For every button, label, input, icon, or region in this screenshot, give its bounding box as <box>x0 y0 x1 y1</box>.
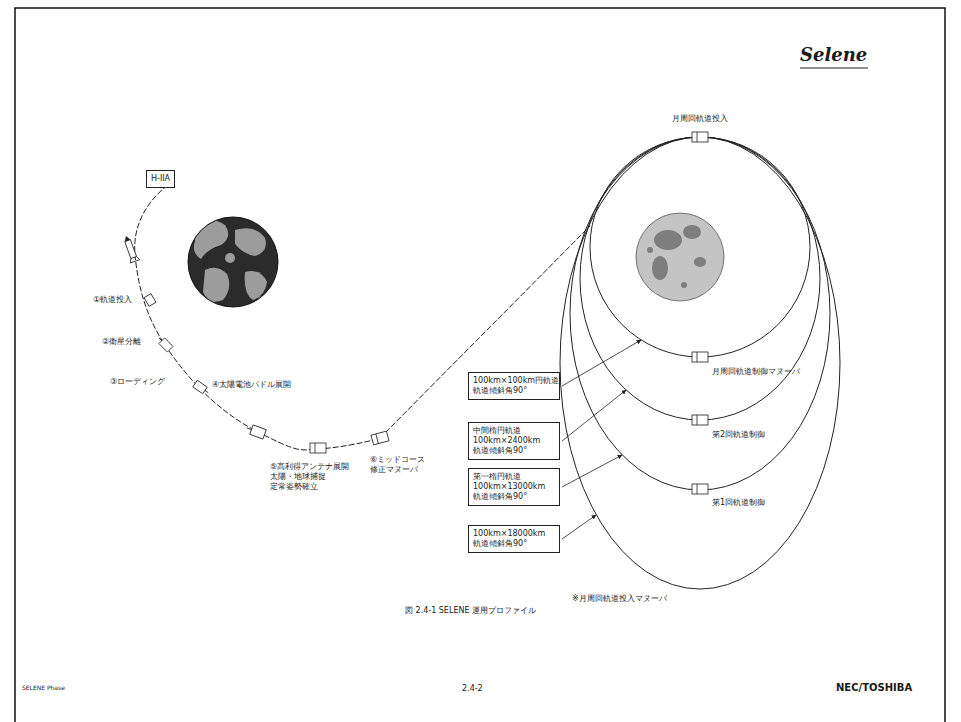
maneuver-label: 月周回軌道投入 <box>672 114 728 124</box>
moon <box>636 213 724 301</box>
box-text: 100km×100km円軌道 軌道傾斜角90° <box>473 376 555 396</box>
step-label: ③ローディング <box>110 377 165 387</box>
leader-arrow <box>562 390 626 441</box>
leader-lines <box>562 340 641 539</box>
box-text: 第一楕円軌道 100km×13000km 軌道傾斜角90° <box>473 472 555 502</box>
box-text: 100km×18000km 軌道傾斜角90° <box>473 529 555 549</box>
earth <box>188 217 278 307</box>
vehicle-box: H-IIA <box>146 170 175 188</box>
logo-text: Selene <box>800 44 867 67</box>
leader-arrow <box>562 340 641 386</box>
maneuver-label: 第2回軌道制御 <box>712 430 765 440</box>
step-label: ⑥ミッドコース 修正マヌーバ <box>370 455 432 475</box>
maneuver-label: 第1回軌道制御 <box>712 498 765 508</box>
step-label: ②衛星分離 <box>102 337 141 347</box>
orbit-box: 100km×100km円軌道 軌道傾斜角90° <box>468 372 560 400</box>
orbit-box: 中間楕円軌道 100km×2400km 軌道傾斜角90° <box>468 422 560 460</box>
step-label: ⑤高利得アンテナ展開 太陽・地球捕捉 定常姿勢確立 <box>270 462 354 492</box>
orbit-box: 第一楕円軌道 100km×13000km 軌道傾斜角90° <box>468 468 560 506</box>
step-label: ④太陽電池パドル展開 <box>212 380 291 390</box>
box-text: 中間楕円軌道 100km×2400km 軌道傾斜角90° <box>473 426 555 456</box>
company-name: NEC/TOSHIBA <box>836 682 912 695</box>
maneuver-label: 月周回軌道制御マヌーバ <box>712 367 800 377</box>
spacecraft-icon <box>144 132 708 494</box>
rocket-icon <box>121 234 140 263</box>
footer-text: SELENE Phase <box>22 684 65 692</box>
leader-arrow <box>562 515 596 539</box>
box-text: H-IIA <box>151 174 170 184</box>
note-text: ※月周回軌道投入マヌーバ <box>572 594 667 604</box>
logo-underline <box>800 68 868 69</box>
lunar-orbit <box>560 137 840 589</box>
transfer-trajectory <box>135 185 590 450</box>
orbit-box: 100km×18000km 軌道傾斜角90° <box>468 525 560 553</box>
leader-arrow <box>562 455 622 487</box>
figure-caption: 図 2.4-1 SELENE 運用プロファイル <box>405 606 536 616</box>
page-number: 2.4-2 <box>462 684 483 694</box>
page-frame <box>15 8 945 722</box>
step-label: ①軌道投入 <box>93 295 132 305</box>
